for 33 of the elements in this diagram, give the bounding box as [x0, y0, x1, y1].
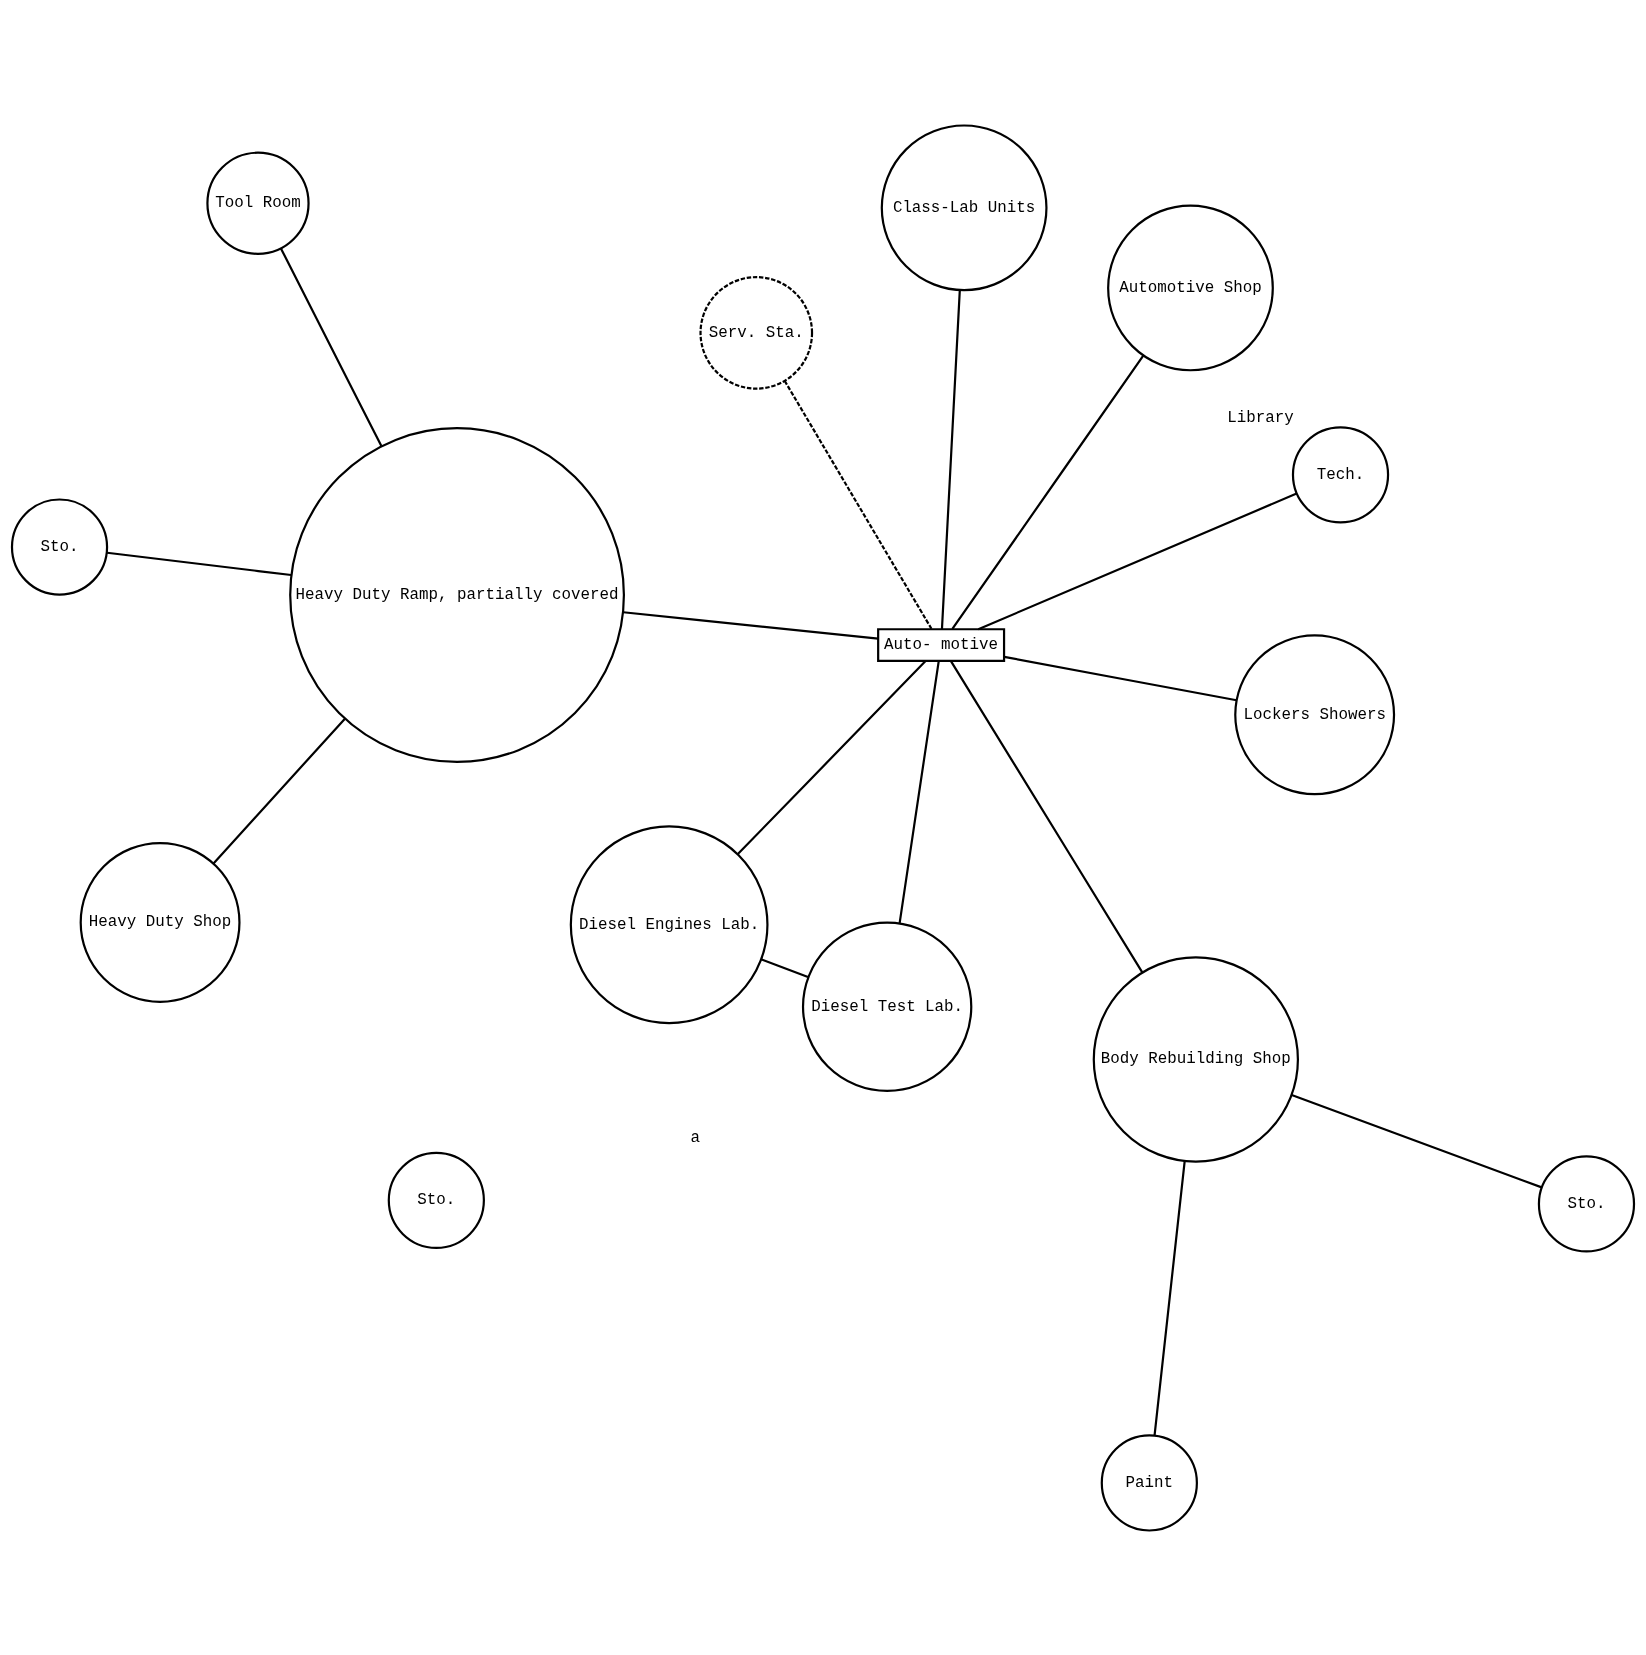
node-circle: Diesel Test Lab. [801, 921, 973, 1092]
connector [1004, 655, 1237, 701]
node-circle: Serv. Sta. [699, 275, 814, 390]
node-circle: Class-Lab Units [880, 123, 1048, 291]
node-label: Library [1227, 408, 1294, 427]
connector [898, 660, 940, 923]
node-circle: Paint [1100, 1433, 1198, 1532]
node-circle: Heavy Duty Shop [79, 841, 241, 1003]
connector [1153, 1160, 1186, 1436]
node-circle: Automotive Shop [1107, 204, 1274, 371]
node-circle: Body Rebuilding Shop [1092, 955, 1299, 1163]
connector [737, 660, 927, 855]
connector [623, 610, 879, 640]
label: a [690, 1128, 700, 1147]
connector [212, 717, 346, 864]
connector [977, 492, 1298, 630]
connector [783, 379, 933, 630]
connector [950, 660, 1144, 973]
connector [951, 354, 1145, 630]
connector [761, 958, 809, 978]
connector [279, 247, 383, 447]
node-circle: Heavy Duty Ramp, partially covered [289, 426, 625, 763]
connector [1291, 1093, 1543, 1188]
node-circle: Tech. [1291, 425, 1390, 523]
node-circle: Sto. [10, 497, 109, 596]
node-circle: Sto. [1537, 1154, 1636, 1253]
connector [940, 289, 961, 629]
node-box: Auto- motive [877, 627, 1006, 662]
node-circle: Tool Room [206, 151, 310, 255]
node-circle: Sto. [387, 1151, 485, 1249]
connector [106, 551, 292, 576]
node-circle: Lockers Showers [1234, 633, 1396, 795]
node-circle: Diesel Engines Lab. [569, 824, 769, 1024]
